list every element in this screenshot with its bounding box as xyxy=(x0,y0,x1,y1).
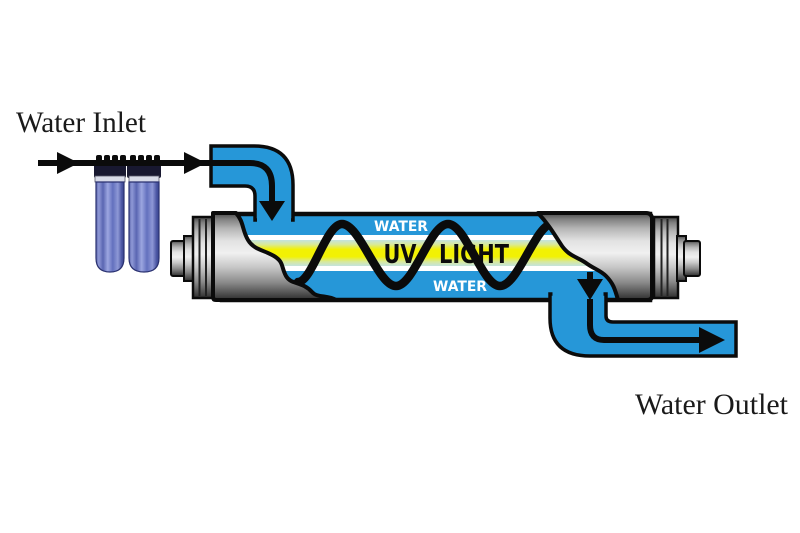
left-cap-ridge-lines xyxy=(198,219,207,296)
filter-body xyxy=(128,181,160,273)
inlet-elbow-pipe xyxy=(209,144,295,223)
filter-cartridge-1 xyxy=(94,162,126,273)
inlet-arrow-icon-1 xyxy=(57,152,79,174)
chamber-right-cap xyxy=(536,211,701,302)
outlet-flow-line xyxy=(587,299,701,343)
outlet-pipe xyxy=(548,272,738,358)
filter-ring xyxy=(128,175,160,183)
left-cap-ridge-ring xyxy=(191,215,215,300)
left-cap-body-cutaway xyxy=(211,211,338,302)
right-cap-nipple xyxy=(683,240,701,277)
outlet-right-arrow-icon xyxy=(699,327,725,353)
inlet-flow-elbow-line xyxy=(212,160,275,203)
right-cap-ridge-ring xyxy=(652,215,680,300)
right-cap-ridge-lines xyxy=(660,219,669,296)
water-top-label: WATER xyxy=(374,219,428,235)
water-outlet-label: Water Outlet xyxy=(635,388,789,421)
inlet-elbow-opening xyxy=(257,216,291,223)
filter-cartridge-2 xyxy=(127,162,161,273)
uv-label: UV xyxy=(384,240,417,270)
water-bottom-label: WATER xyxy=(433,279,487,295)
outlet-pipe-opening xyxy=(552,291,604,297)
inlet-down-arrow-icon xyxy=(259,201,285,221)
right-cap-body-cutaway xyxy=(536,211,654,302)
inlet-elbow-shape xyxy=(209,144,295,222)
outlet-down-arrow-icon xyxy=(577,279,603,300)
chamber-left-cap xyxy=(170,211,338,302)
filter-body xyxy=(95,181,125,273)
chamber-white-stripe-bottom xyxy=(225,266,647,271)
inlet-arrow-icon-2 xyxy=(184,152,206,174)
filter-ring xyxy=(94,175,126,183)
inlet-assembly xyxy=(38,152,216,273)
left-cap-nipple-flange xyxy=(183,235,194,282)
uv-lamp-wave xyxy=(293,219,576,291)
water-inlet-label: Water Inlet xyxy=(16,106,147,139)
